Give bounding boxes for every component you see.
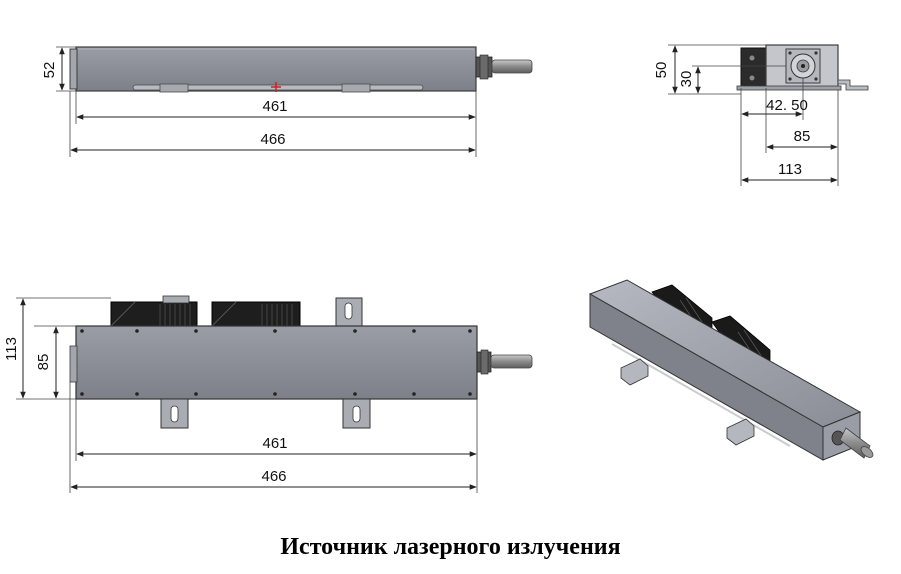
heatsink-right [211, 301, 301, 327]
dim-top-total-length: 466 [260, 131, 285, 148]
dim-top-inner-length: 461 [262, 98, 287, 115]
cable-connector [475, 54, 533, 80]
dim-side-total-length: 466 [261, 468, 286, 485]
dim-end-inner-height: 30 [678, 71, 695, 88]
side-view-body [75, 325, 478, 400]
dim-end-body-width: 85 [794, 128, 811, 145]
side-view: 113 85 461 466 [3, 295, 533, 493]
dim-end-height: 50 [653, 62, 670, 79]
isometric-view [588, 279, 874, 461]
dim-side-inner-length: 461 [262, 435, 287, 452]
dim-end-total-width: 113 [778, 161, 802, 178]
iso-bracket-left [620, 358, 649, 386]
dim-side-total-height: 113 [3, 337, 20, 361]
top-view: 52 461 466 [41, 46, 533, 157]
dim-top-height: 52 [41, 62, 58, 79]
dim-end-offset: 42. 50 [766, 97, 808, 114]
end-view-heatsink [740, 47, 767, 89]
side-cable-connector [476, 349, 533, 375]
dim-side-body-height: 85 [35, 354, 52, 371]
heatsink-left [110, 295, 198, 327]
iso-bracket-right [726, 418, 755, 446]
figure-caption: Источник лазерного излучения [280, 534, 621, 560]
end-view: 50 30 42. 50 85 113 [653, 44, 869, 186]
